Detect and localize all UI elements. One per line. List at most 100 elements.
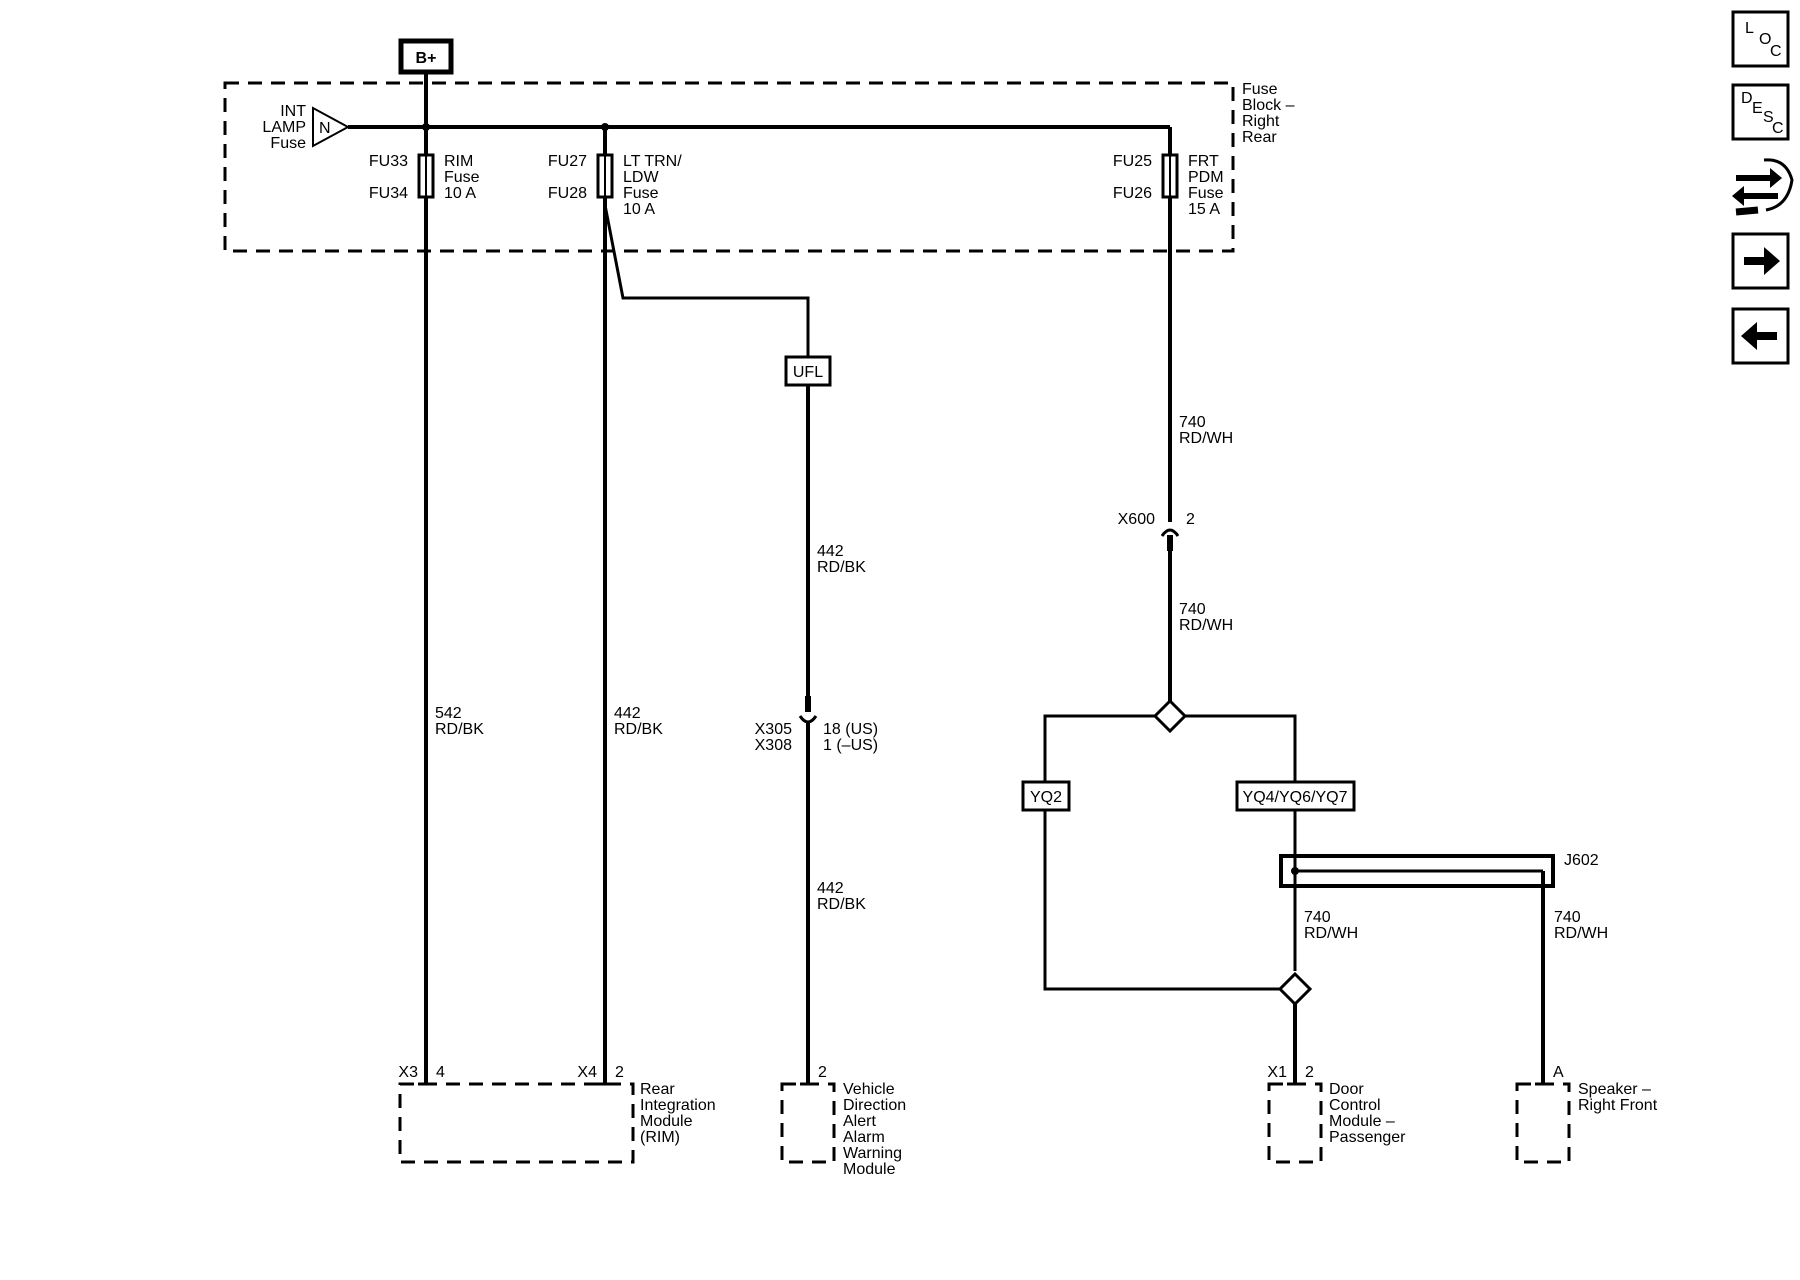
svg-text:PDM: PDM [1188, 169, 1224, 186]
svg-text:Module –: Module – [1329, 1113, 1395, 1130]
svg-text:Integration: Integration [640, 1097, 716, 1114]
svg-text:FU33: FU33 [369, 153, 408, 170]
option-ufl-box [784, 355, 832, 387]
previous-page-arrow-icon[interactable] [1731, 307, 1790, 365]
fuse-block-label: Fuse Block – Right Rear [1242, 81, 1295, 146]
desc-button[interactable]: D E S C [1731, 83, 1790, 141]
svg-text:FU25: FU25 [1113, 153, 1152, 170]
svg-text:O: O [1759, 31, 1771, 48]
svg-text:X308: X308 [755, 737, 792, 754]
svg-text:X3: X3 [398, 1064, 418, 1081]
svg-text:X4: X4 [577, 1064, 597, 1081]
wire-740-yq2-branch [1043, 714, 1155, 784]
component-door-control-module: X1 2 Door Control Module – Passenger [1267, 1064, 1406, 1164]
svg-text:2: 2 [1305, 1064, 1314, 1081]
svg-text:Door: Door [1329, 1081, 1364, 1098]
wire-442-vda-lower-number: 442 [817, 880, 844, 897]
svg-text:2: 2 [615, 1064, 624, 1081]
svg-text:Rear: Rear [1242, 129, 1277, 146]
svg-text:Warning: Warning [843, 1145, 902, 1162]
wire-442-rim-number: 442 [614, 705, 641, 722]
wire-542-number: 542 [435, 705, 462, 722]
svg-text:Rear: Rear [640, 1081, 675, 1098]
int-lamp-symbol: N [319, 120, 331, 137]
svg-text:Right: Right [1242, 113, 1280, 130]
wire-740-lower-color: RD/WH [1179, 617, 1233, 634]
fuse-lt-trn-ldw: FU27 FU28 LT TRN/ LDW Fuse 10 A [548, 127, 682, 218]
battery-label: B+ [416, 50, 437, 67]
wire-740-spk-number: 740 [1554, 909, 1581, 926]
svg-text:D: D [1741, 90, 1753, 107]
svg-text:A: A [1553, 1064, 1564, 1081]
fuse-block-outline [223, 81, 1235, 253]
svg-text:C: C [1772, 120, 1784, 137]
option-ufl-label: UFL [793, 364, 823, 381]
wire-740-upper-color: RD/WH [1179, 430, 1233, 447]
svg-text:Fuse: Fuse [270, 135, 306, 152]
svg-text:FU26: FU26 [1113, 185, 1152, 202]
wire-740-spk-color: RD/WH [1554, 925, 1608, 942]
svg-text:INT: INT [280, 103, 306, 120]
fuse-frt-pdm: FU25 FU26 FRT PDM Fuse 15 A [1113, 127, 1224, 218]
wire-740-lower-number: 740 [1179, 601, 1206, 618]
svg-text:LAMP: LAMP [262, 119, 306, 136]
svg-text:X600: X600 [1118, 511, 1155, 528]
svg-text:Passenger: Passenger [1329, 1129, 1406, 1146]
connector-x600: X600 2 [1118, 511, 1195, 551]
loc-button[interactable]: L O C [1731, 10, 1790, 68]
option-split-diamond-icon [1152, 698, 1188, 734]
connector-end-view-icon[interactable] [1732, 158, 1794, 216]
wire-442-vda-upper-color: RD/BK [817, 559, 866, 576]
svg-text:E: E [1752, 100, 1763, 117]
svg-text:Control: Control [1329, 1097, 1381, 1114]
component-vda-module: 2 Vehicle Direction Alert Alarm Warning … [780, 1064, 906, 1178]
svg-text:Fuse: Fuse [1188, 185, 1224, 202]
wire-442-vda-lower-color: RD/BK [817, 896, 866, 913]
wire-740-yq4-branch [1185, 714, 1297, 784]
svg-text:RIM: RIM [444, 153, 473, 170]
svg-text:10 A: 10 A [623, 201, 655, 218]
svg-text:S: S [1763, 109, 1774, 126]
svg-text:LT TRN/: LT TRN/ [623, 153, 682, 170]
connector-x305-x308: X305 X308 18 (US) 1 (–US) [755, 696, 878, 754]
svg-text:L: L [1745, 20, 1754, 37]
svg-text:FU34: FU34 [369, 185, 408, 202]
svg-text:18 (US): 18 (US) [823, 721, 878, 738]
svg-text:15 A: 15 A [1188, 201, 1220, 218]
svg-text:C: C [1770, 43, 1782, 60]
int-lamp-reference-arrow-icon [312, 106, 351, 148]
wire-442-ufl-branch [603, 204, 810, 357]
svg-text:Module: Module [640, 1113, 693, 1130]
svg-text:X1: X1 [1267, 1064, 1287, 1081]
int-lamp-fuse-label: INT LAMP Fuse [262, 103, 306, 152]
svg-text:Block –: Block – [1242, 97, 1295, 114]
next-page-arrow-icon[interactable] [1731, 232, 1790, 290]
svg-text:10 A: 10 A [444, 185, 476, 202]
svg-text:Fuse: Fuse [1242, 81, 1278, 98]
svg-text:(RIM): (RIM) [640, 1129, 680, 1146]
svg-text:4: 4 [436, 1064, 445, 1081]
wire-740-dcm-number: 740 [1304, 909, 1331, 926]
svg-text:Speaker –: Speaker – [1578, 1081, 1651, 1098]
wire-542-color: RD/BK [435, 721, 484, 738]
svg-text:Direction: Direction [843, 1097, 906, 1114]
svg-text:Fuse: Fuse [623, 185, 659, 202]
svg-text:FU28: FU28 [548, 185, 587, 202]
component-rim: X3 4 X4 2 Rear Integration Module (RIM) [398, 1064, 716, 1164]
svg-text:FRT: FRT [1188, 153, 1219, 170]
svg-text:2: 2 [1186, 511, 1195, 528]
svg-text:LDW: LDW [623, 169, 659, 186]
svg-text:Alert: Alert [843, 1113, 876, 1130]
svg-text:Fuse: Fuse [444, 169, 480, 186]
svg-text:FU27: FU27 [548, 153, 587, 170]
svg-text:Module: Module [843, 1161, 896, 1178]
component-speaker-right-front: A Speaker – Right Front [1515, 1064, 1658, 1164]
svg-text:2: 2 [818, 1064, 827, 1081]
option-yq4-label: YQ4/YQ6/YQ7 [1243, 789, 1348, 806]
wire-740-dcm-color: RD/WH [1304, 925, 1358, 942]
option-rejoin-diamond-icon [1277, 971, 1313, 1007]
svg-text:Alarm: Alarm [843, 1129, 885, 1146]
wire-442-rim-color: RD/BK [614, 721, 663, 738]
fuse-rim: FU33 FU34 RIM Fuse 10 A [369, 127, 480, 202]
